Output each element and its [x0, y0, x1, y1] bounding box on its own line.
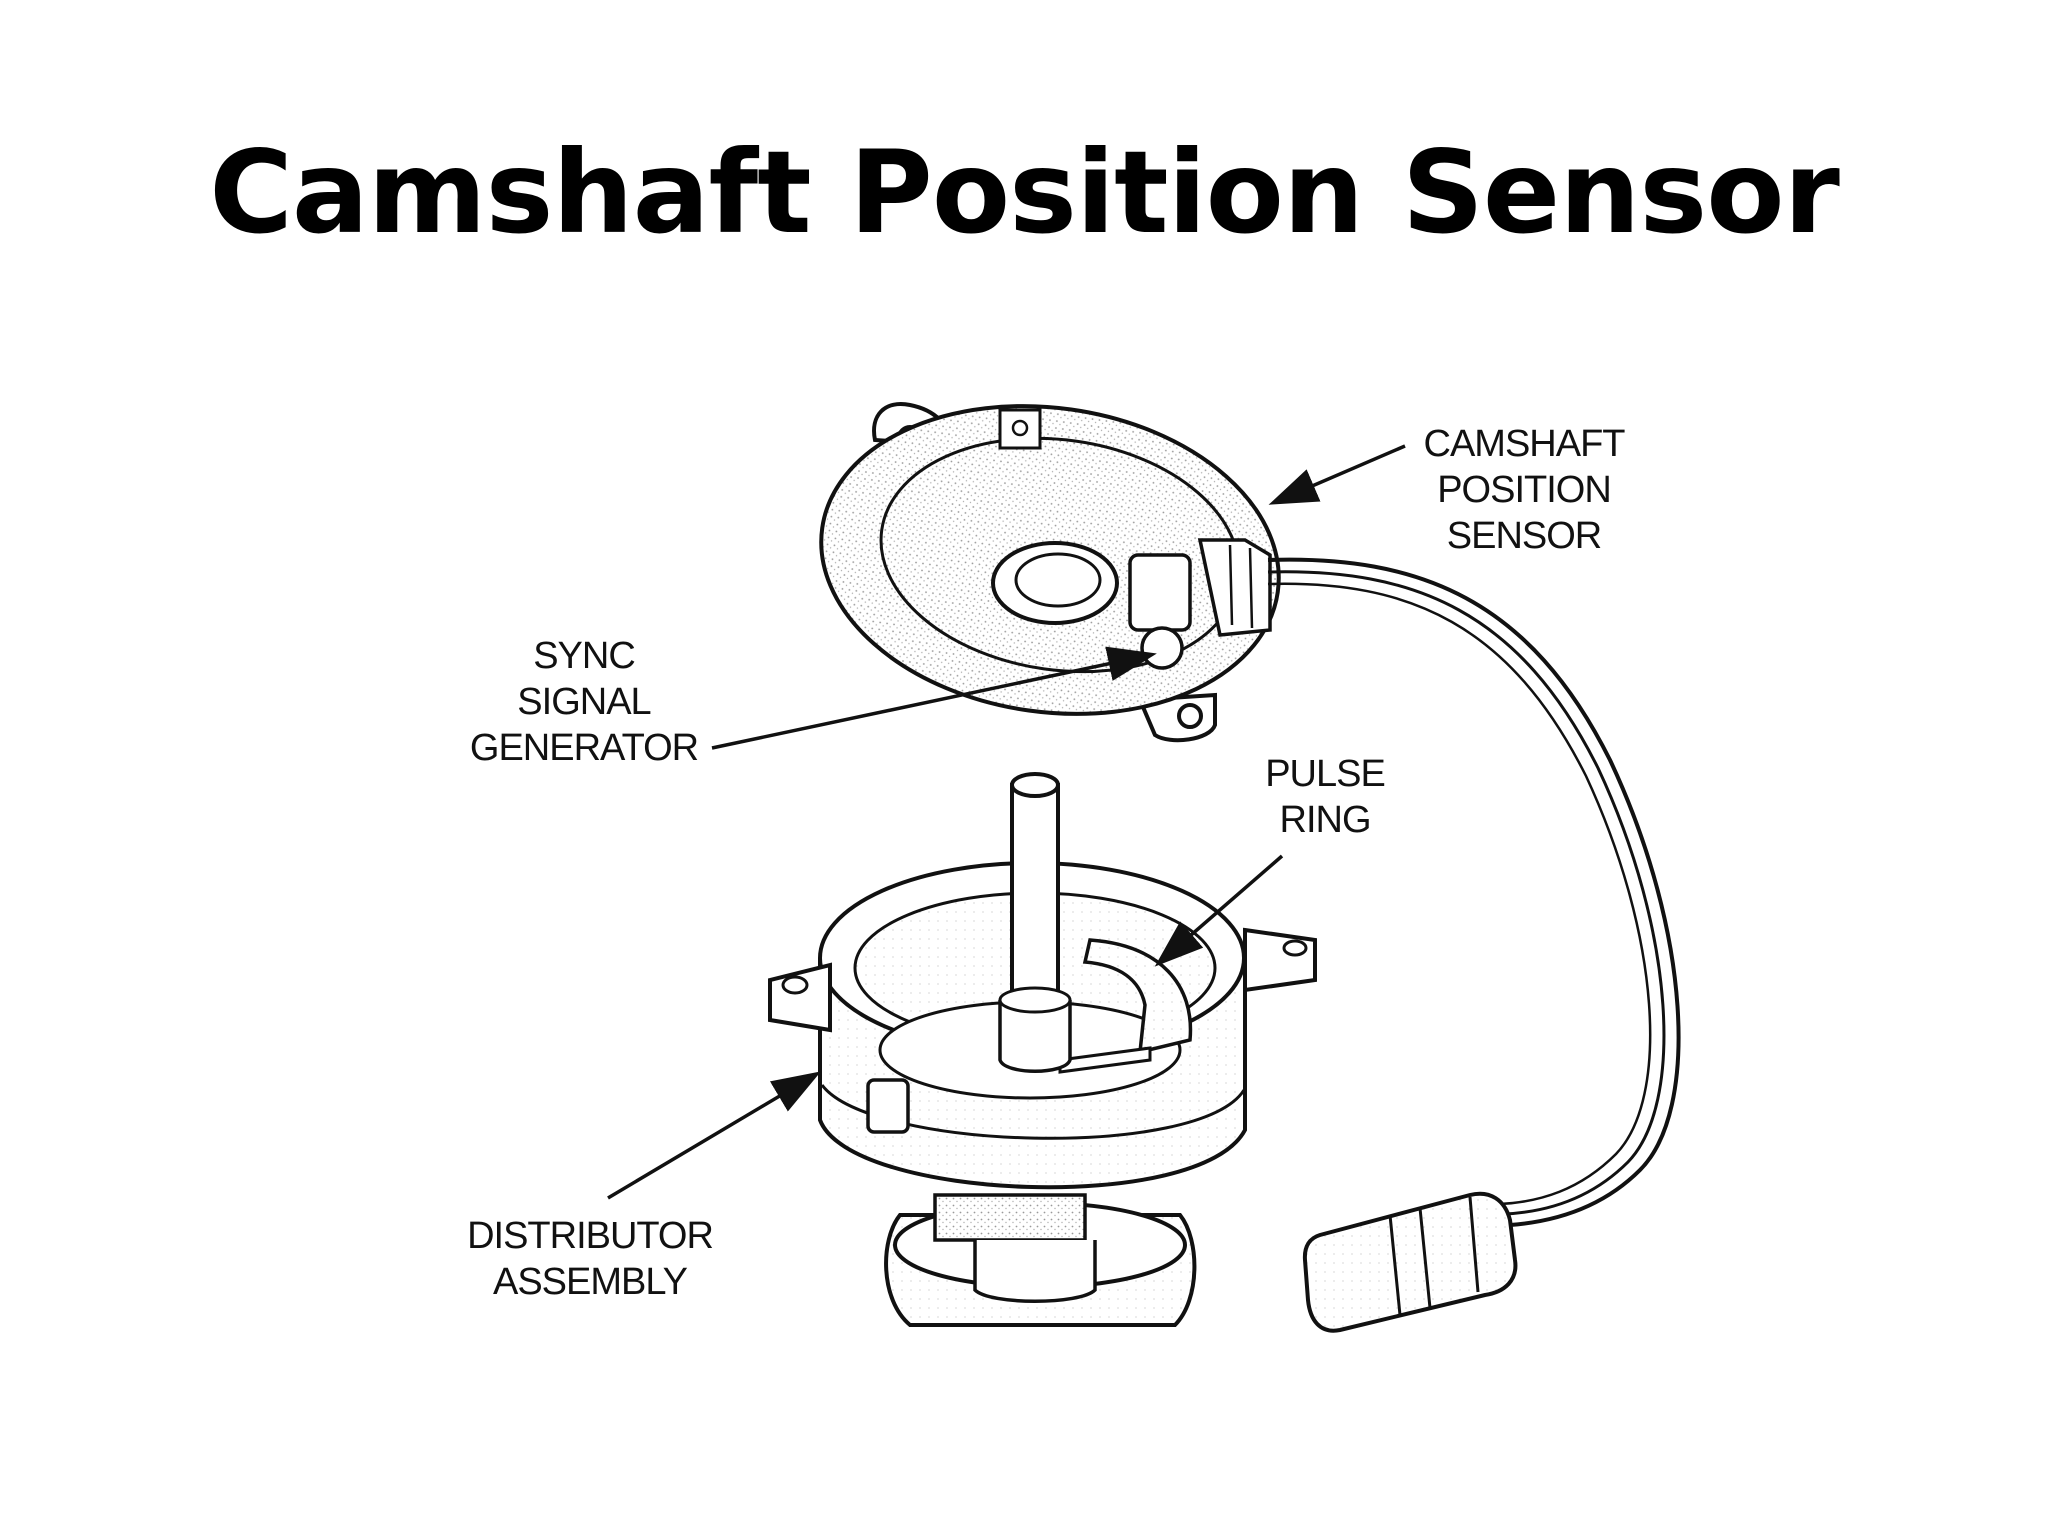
sensor-electrical-connector [1302, 1191, 1518, 1333]
callout-distributor-line2: ASSEMBLY [493, 1261, 688, 1303]
callout-sync-line1: SYNC [533, 635, 635, 677]
distributor-side-boss [866, 1078, 910, 1134]
sensor-center-bore-inner [1014, 552, 1102, 608]
callout-pulse-line1: PULSE [1265, 753, 1385, 795]
sync-signal-generator-part [1140, 626, 1184, 670]
distributor-mount-ear-right [1243, 927, 1317, 993]
distributor-shaft-top [1010, 772, 1060, 798]
sensor-wire-harness [1267, 557, 1681, 1227]
callout-sync-signal-generator: SYNC SIGNAL GENERATOR [470, 635, 699, 769]
callout-camshaft-line3: SENSOR [1447, 515, 1601, 557]
callout-camshaft-position-sensor: CAMSHAFT POSITION SENSOR [1424, 423, 1627, 557]
callout-pulse-line2: RING [1280, 799, 1371, 841]
distributor-mount-ear-left [768, 962, 832, 1033]
leader-distributor-assembly [607, 1071, 822, 1200]
sensor-mount-hole-bottom [1177, 703, 1203, 729]
callout-sync-line3: GENERATOR [470, 727, 698, 769]
callout-distributor-line1: DISTRIBUTOR [467, 1215, 713, 1257]
callout-sync-line2: SIGNAL [517, 681, 650, 723]
callout-pulse-ring: PULSE RING [1265, 753, 1386, 841]
hall-effect-pickup [1128, 553, 1192, 632]
slide-title: Camshaft Position Sensor [209, 126, 1840, 259]
leader-pulse-ring [1154, 854, 1284, 967]
leader-sync-signal-generator [711, 646, 1157, 750]
pulse-ring-shutter [1082, 938, 1193, 1055]
distributor-assembly-drawing [768, 772, 1317, 1327]
leader-camshaft-position-sensor [1268, 444, 1406, 505]
callout-distributor-assembly: DISTRIBUTOR ASSEMBLY [467, 1215, 714, 1303]
camshaft-sensor-plate [819, 402, 1281, 743]
callout-camshaft-line2: POSITION [1437, 469, 1611, 511]
leader-lines [607, 444, 1406, 1200]
callout-camshaft-line1: CAMSHAFT [1424, 423, 1626, 465]
